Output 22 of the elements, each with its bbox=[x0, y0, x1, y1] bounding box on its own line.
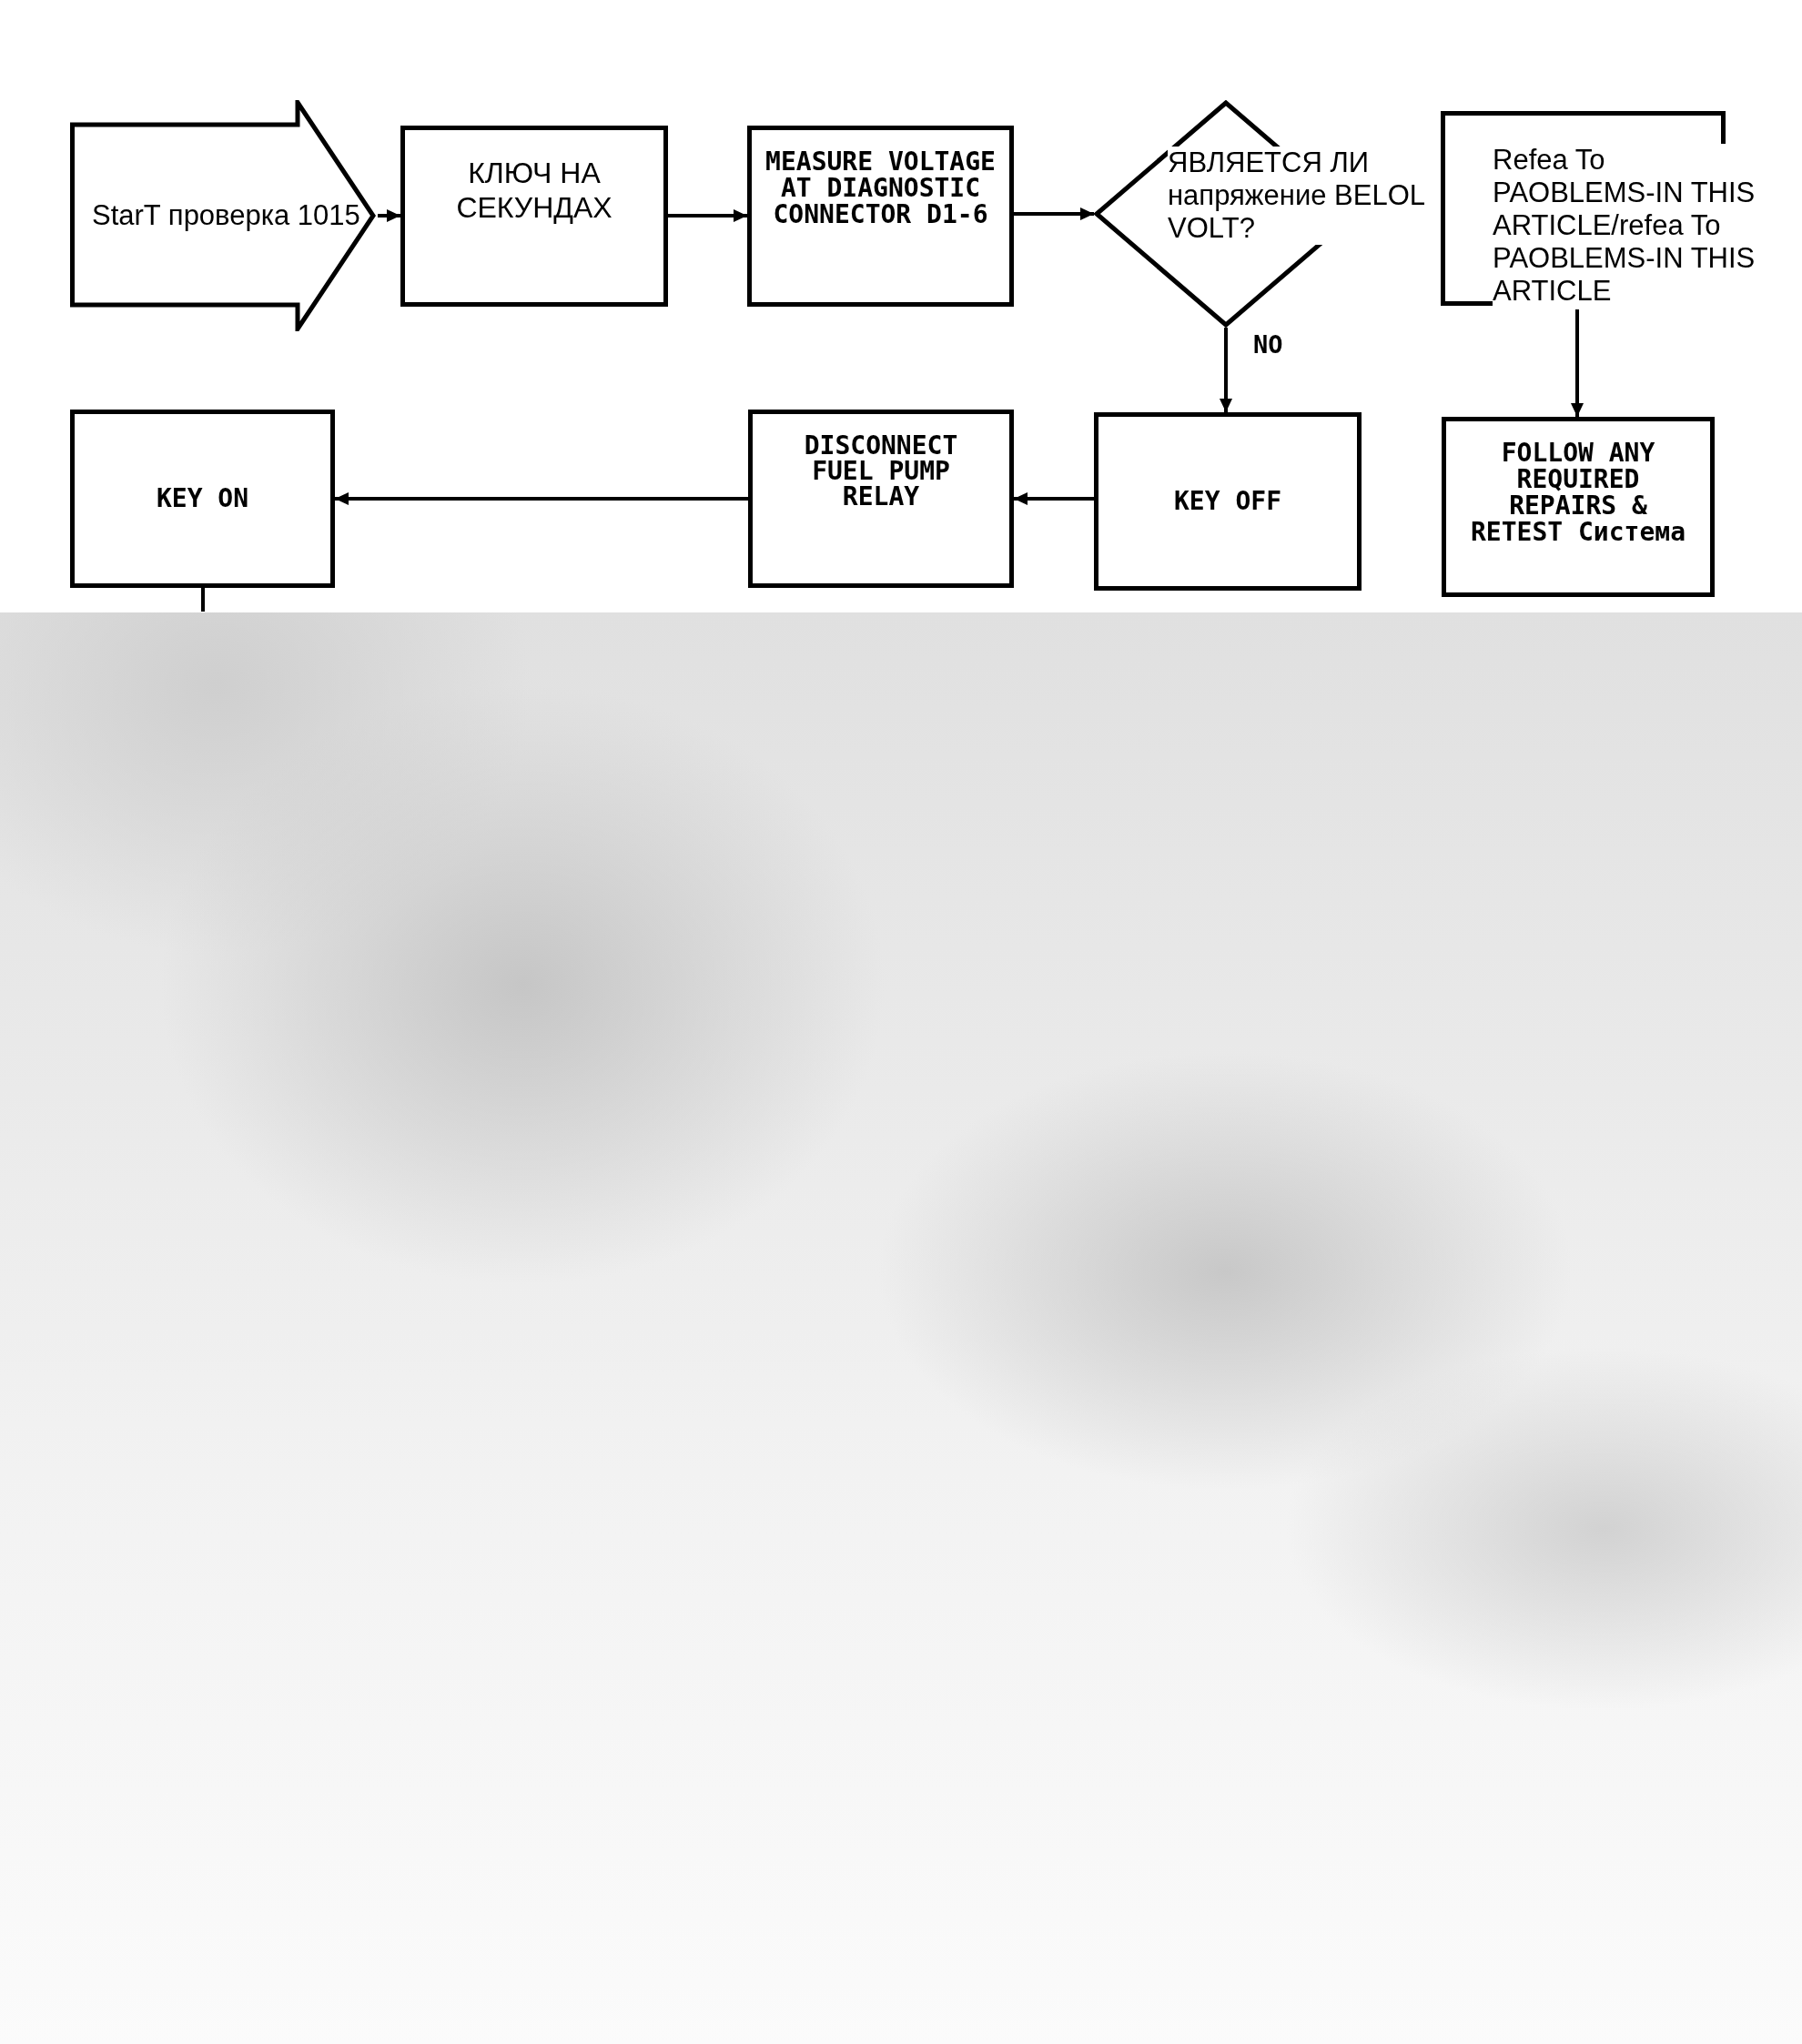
step-text: KEY ON bbox=[156, 485, 249, 512]
arrow bbox=[668, 209, 747, 222]
process-box bbox=[70, 410, 335, 588]
connector-line bbox=[201, 588, 205, 612]
process-box bbox=[400, 126, 668, 307]
arrow bbox=[1220, 328, 1232, 412]
arrow bbox=[378, 209, 400, 222]
step-text: MEASURE VOLTAGE AT DIAGNOSTIC CONNECTOR D1-6 bbox=[764, 148, 997, 228]
step-text: KEY OFF bbox=[1174, 488, 1281, 515]
process-box bbox=[1442, 417, 1715, 597]
step-text: StarT проверка 1015 bbox=[92, 198, 360, 233]
process-box bbox=[748, 410, 1014, 588]
start-shape bbox=[70, 100, 378, 331]
arrow bbox=[1571, 309, 1584, 417]
arrow bbox=[335, 492, 748, 505]
arrow bbox=[1014, 492, 1094, 505]
process-box bbox=[1094, 412, 1362, 591]
step-text: FOLLOW ANY REQUIRED REPAIRS & RETEST Система bbox=[1470, 440, 1686, 545]
process-box bbox=[747, 126, 1014, 307]
arrow bbox=[1014, 207, 1094, 220]
step-text: КЛЮЧ НА СЕКУНДАХ bbox=[455, 156, 613, 225]
step-text: DISCONNECT FUEL PUMP RELAY bbox=[803, 433, 959, 510]
